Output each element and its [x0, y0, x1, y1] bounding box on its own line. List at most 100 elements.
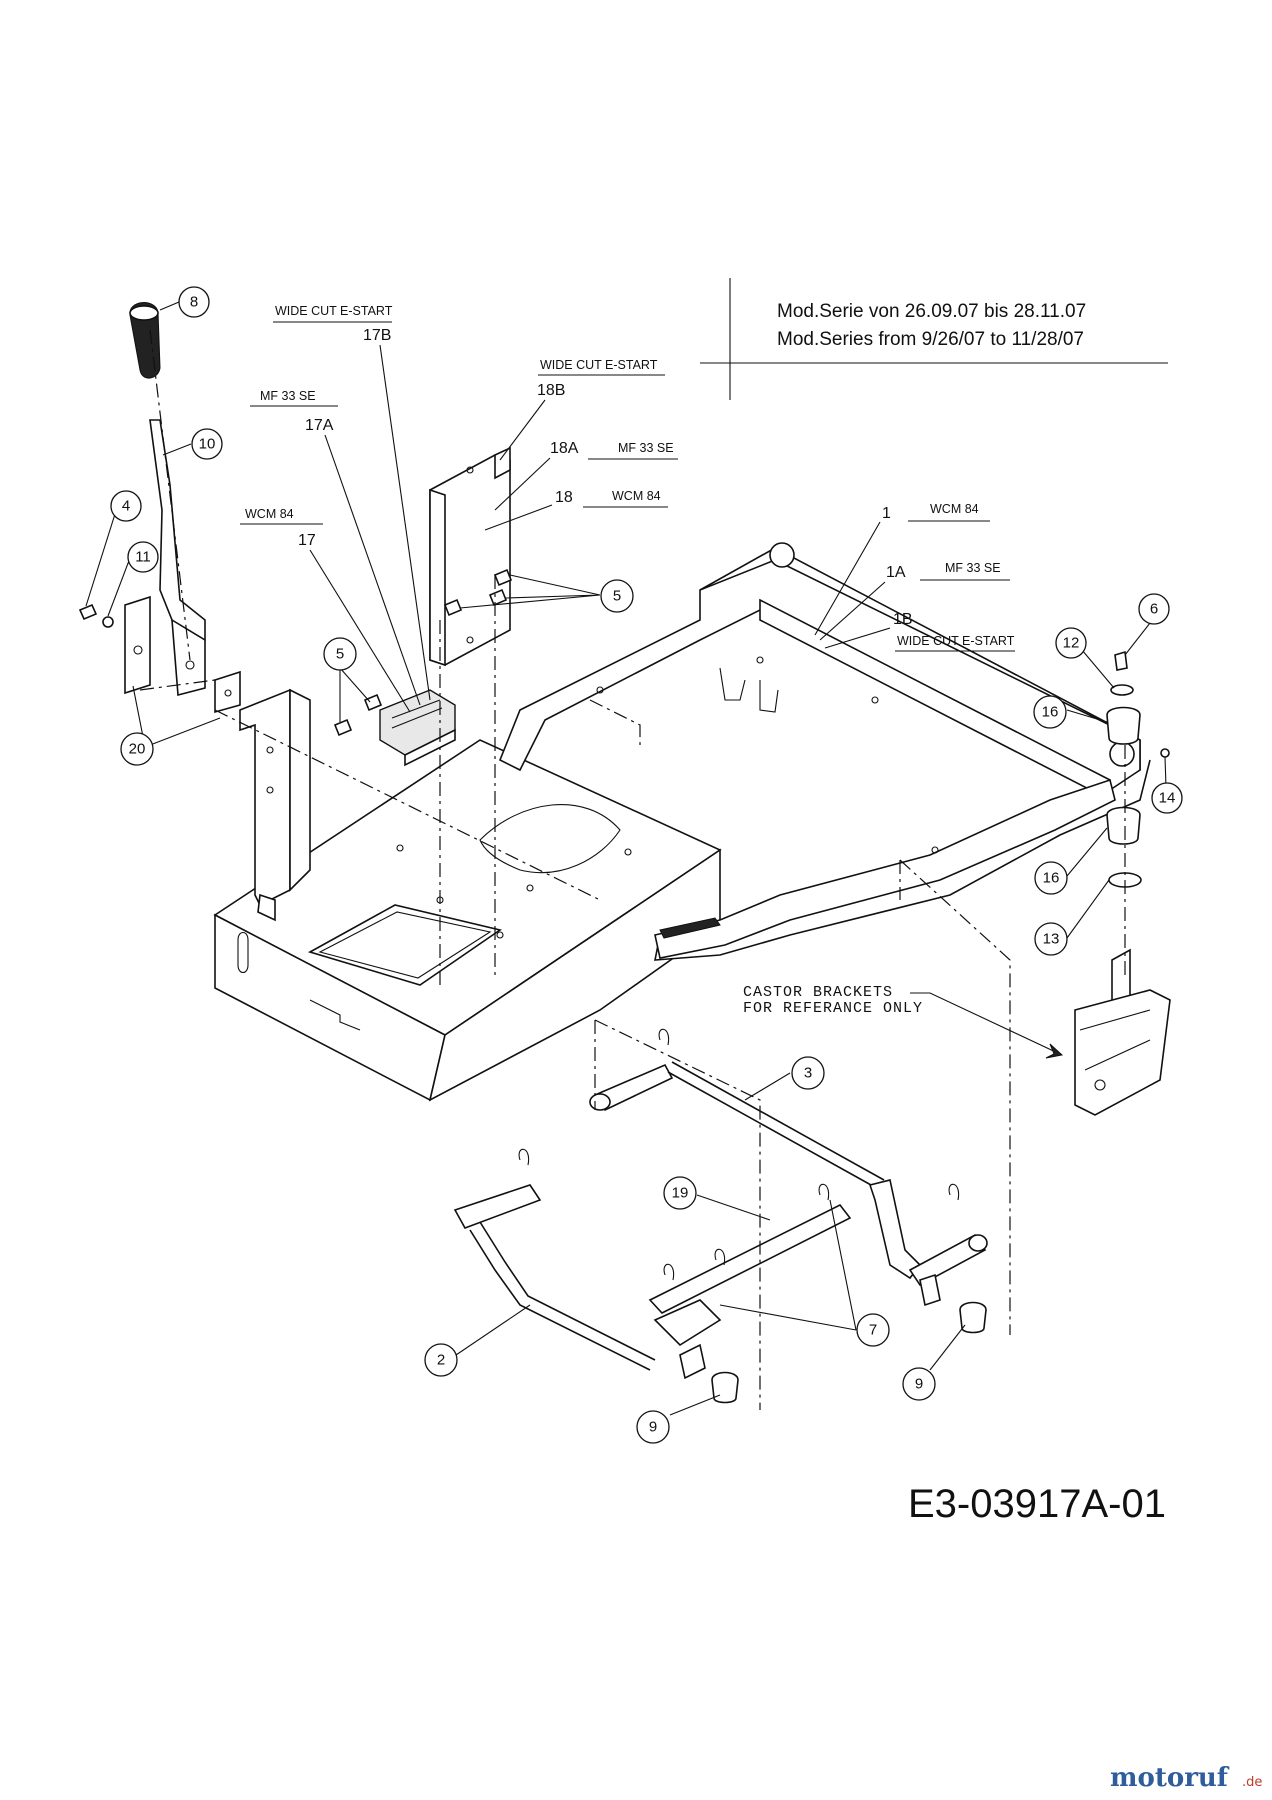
arm-2-left	[453, 1184, 542, 1229]
callout-4: 4	[110, 490, 142, 522]
hole	[224, 689, 232, 697]
svg-text:11: 11	[135, 549, 151, 566]
model-label-17a: MF 33 SE	[260, 389, 316, 403]
shaft-3-crank	[868, 1179, 922, 1280]
bushing-16a	[1106, 706, 1141, 745]
hole	[624, 848, 632, 856]
watermark-brand: motoruf	[1110, 1763, 1230, 1793]
leader-14	[1164, 756, 1167, 788]
left-bracket-foot	[257, 893, 276, 922]
callout-16b: 16	[1034, 861, 1068, 895]
small-bracket-17	[379, 689, 456, 767]
svg-text:3: 3	[804, 1065, 812, 1082]
mount-plate-20b	[124, 595, 151, 695]
front-slot	[309, 999, 361, 1031]
callout-9b: 9	[902, 1367, 936, 1401]
svg-text:10: 10	[199, 436, 216, 453]
leader-17b	[379, 344, 431, 701]
model-label-1: WCM 84	[930, 502, 979, 516]
deck-cutout	[479, 803, 621, 874]
callout-11: 11	[127, 541, 159, 573]
leader-12	[1081, 649, 1115, 689]
model-label-18a: MF 33 SE	[618, 441, 674, 455]
part-label-17a: 17A	[305, 417, 334, 434]
leader-2	[455, 1304, 531, 1356]
frame-end-cap	[659, 917, 721, 939]
callout-leaders	[85, 301, 1167, 1416]
svg-text:16: 16	[1042, 704, 1059, 721]
hole	[526, 884, 534, 892]
shaft-2	[469, 1229, 651, 1371]
leader-13	[1066, 879, 1110, 939]
castor-note: CASTOR BRACKETS FOR REFERANCE ONLY	[743, 984, 1064, 1059]
mount-plate-20	[214, 670, 241, 714]
callout-5a: 5	[600, 579, 634, 613]
hole	[466, 466, 474, 474]
alignment-lines	[139, 329, 1126, 1410]
leader-1b	[824, 627, 891, 649]
bolt-6	[1114, 650, 1128, 671]
leader-9b	[929, 1324, 966, 1371]
shaft-3-edge	[671, 1061, 885, 1181]
svg-text:2: 2	[437, 1352, 445, 1369]
callouts: 8 10 4 11 20 5 5 6 12 16 14 16 13 3 19 7…	[110, 286, 1183, 1444]
svg-text:13: 13	[1043, 931, 1060, 948]
align-plate	[139, 679, 216, 691]
model-series-header: Mod.Serie von 26.09.07 bis 28.11.07 Mod.…	[700, 278, 1168, 400]
arm-3-right	[908, 1233, 987, 1287]
washer-11	[102, 616, 114, 628]
link-7-plate	[653, 1299, 722, 1347]
hardware	[78, 568, 1170, 888]
right-bracket-top	[494, 446, 511, 480]
leader-16a	[1066, 709, 1108, 723]
svg-text:8: 8	[190, 294, 198, 311]
callout-2: 2	[424, 1343, 458, 1377]
callout-10: 10	[191, 428, 223, 460]
part-label-17: 17	[298, 532, 316, 549]
leader-19	[696, 1194, 771, 1221]
hole	[931, 846, 939, 854]
part-label-18b: 18B	[537, 382, 565, 399]
bolt-5a	[493, 568, 513, 587]
bolt-5b	[488, 588, 508, 607]
left-bracket-side	[289, 688, 311, 892]
svg-text:14: 14	[1159, 790, 1176, 807]
align-linkage	[594, 1019, 761, 1410]
callout-3: 3	[791, 1056, 825, 1090]
arm-3-end	[589, 1093, 611, 1111]
model-label-1b: WIDE CUT E-START	[897, 634, 1015, 648]
leader-18a	[494, 457, 551, 511]
callout-12: 12	[1055, 627, 1087, 659]
svg-text:4: 4	[122, 498, 130, 515]
model-label-17b: WIDE CUT E-START	[275, 304, 393, 318]
part-label-18: 18	[555, 489, 573, 506]
deck-opening-inner	[318, 911, 492, 979]
part-label-17b: 17B	[363, 327, 391, 344]
castor-details	[1079, 1009, 1151, 1071]
hole	[266, 746, 274, 754]
leader-1a	[819, 581, 886, 641]
callout-19: 19	[663, 1176, 697, 1210]
pin-9-right	[919, 1273, 941, 1307]
leader-8	[159, 301, 180, 311]
model-label-18: WCM 84	[612, 489, 661, 503]
hole	[871, 696, 879, 704]
right-bracket-edge	[429, 488, 446, 667]
callout-5b: 5	[323, 637, 357, 671]
deck-side-face	[428, 848, 721, 1102]
right-bracket-assembly	[429, 446, 511, 667]
pin-2	[679, 1343, 706, 1380]
bushing-16b	[1106, 806, 1141, 845]
hairpin	[818, 1183, 830, 1201]
callout-9a: 9	[636, 1410, 670, 1444]
hole	[496, 931, 504, 939]
bolt-5c	[443, 598, 463, 617]
svg-text:5: 5	[336, 646, 344, 663]
leader-5a	[459, 574, 601, 609]
leader-18b	[499, 399, 546, 461]
bolt-5e	[333, 718, 353, 737]
leader-3	[744, 1072, 791, 1101]
clip-9-left	[711, 1371, 739, 1404]
arrow-head	[1045, 1043, 1064, 1059]
